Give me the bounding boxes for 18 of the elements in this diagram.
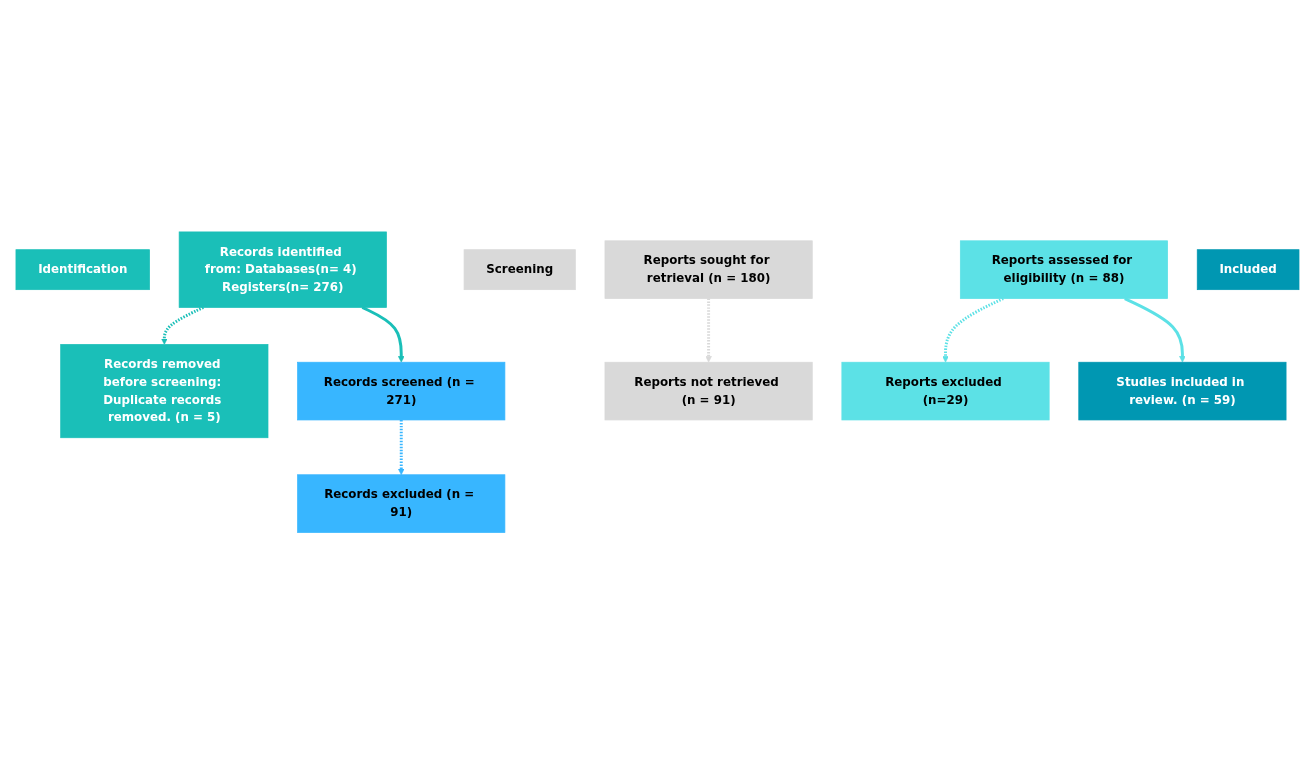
- node-box: Records removed before screening: Duplicate records removed. (n = 5): [60, 344, 269, 439]
- arrow: [705, 298, 712, 363]
- node-box: Records screened (n = 271): [297, 362, 506, 421]
- arrow: [942, 297, 1004, 363]
- node-box: Reports assessed for eligibility (n = 88): [959, 240, 1168, 300]
- node-box: Included: [1196, 249, 1300, 291]
- arrow: [1124, 297, 1186, 363]
- arrow: [361, 306, 405, 363]
- node-box: Records identified from: Databases(n= 4) Registers(n= 276): [178, 231, 387, 309]
- arrow: [161, 306, 204, 346]
- node-box: Reports sought for retrieval (n = 180): [604, 240, 813, 300]
- node-box: Reports not retrieved (n = 91): [604, 362, 813, 421]
- node-box: Records excluded (n = 91): [297, 474, 506, 534]
- arrow: [398, 420, 405, 476]
- node-box: Studies included in review. (n = 59): [1078, 362, 1287, 421]
- node-box: Identification: [15, 249, 150, 291]
- node-box: Reports excluded (n=29): [841, 362, 1050, 421]
- node-box: Screening: [463, 249, 576, 291]
